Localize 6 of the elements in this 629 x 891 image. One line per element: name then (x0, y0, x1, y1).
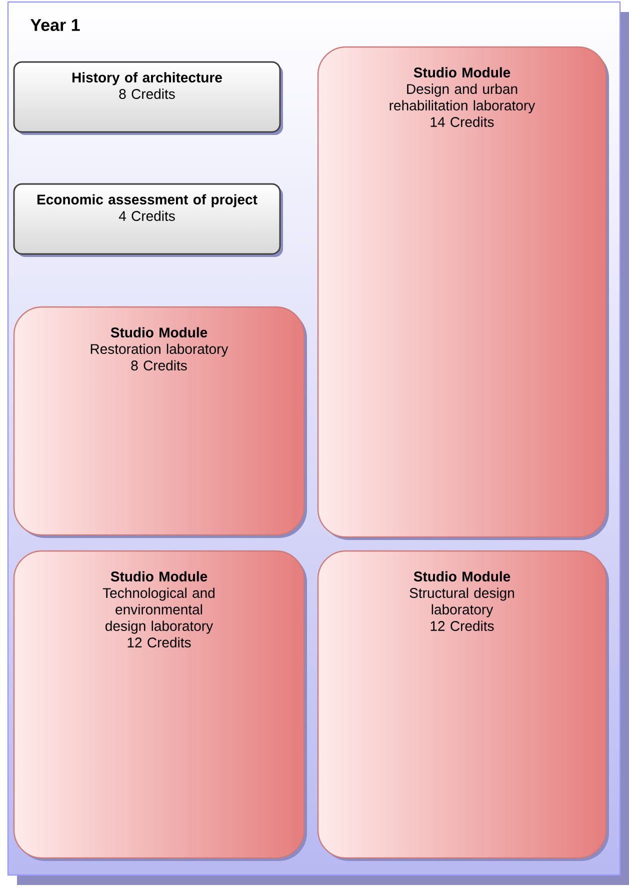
studio-module-box: Studio Module Restoration laboratory 8 Credits (13, 306, 307, 538)
course-box: Economic assessment of project 4 Credits (13, 183, 283, 257)
studio-module-box: Studio Module Technological and environmental design laboratory 12 Credits (13, 550, 307, 861)
course-box: History of architecture 8 Credits (13, 61, 283, 135)
studio-module-box: Studio Module Structural design laboratory 12 Credits (317, 550, 609, 861)
studio-module-box: Studio Module Design and urban rehabilitation laboratory 14 Credits (317, 46, 609, 540)
